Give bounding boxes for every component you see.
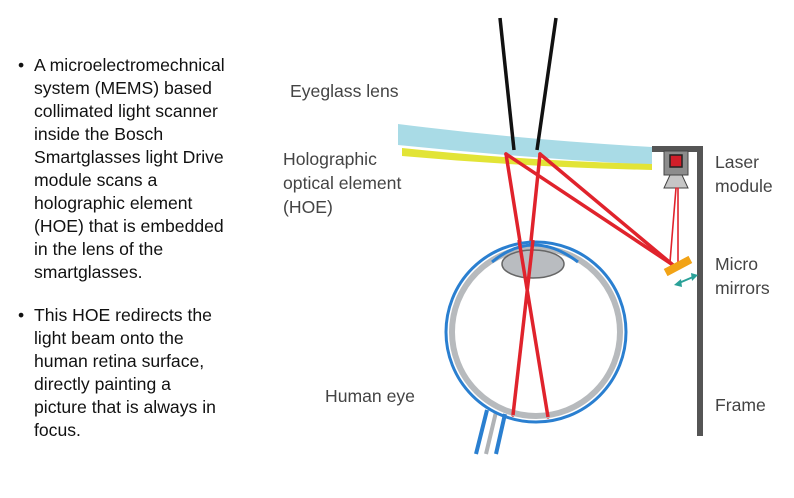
human-eye-label: Human eye bbox=[325, 386, 415, 406]
incoming-ray-left bbox=[498, 17, 516, 151]
bullet-hoe-redirect: • This HOE redirects the light beam onto… bbox=[14, 304, 276, 442]
glasses-frame bbox=[652, 146, 703, 436]
text-line: module scans a bbox=[34, 170, 158, 190]
text-line: smartglasses. bbox=[34, 262, 143, 282]
text-line: (HOE) that is embedded bbox=[34, 216, 224, 236]
text-line: light beam onto the bbox=[34, 328, 184, 348]
text-line: in the lens of the bbox=[34, 239, 164, 259]
mirror-to-hoe-beam bbox=[504, 152, 675, 267]
eyeglass-lens bbox=[398, 124, 652, 165]
human-eye bbox=[444, 239, 628, 455]
retina bbox=[449, 245, 623, 419]
hoe-to-retina-beam bbox=[517, 239, 550, 418]
text-line: human retina surface, bbox=[34, 351, 205, 371]
eyeglass-lens-label: Eyeglass lens bbox=[290, 81, 399, 101]
text-line: focus. bbox=[34, 420, 81, 440]
description-text: • A microelectromechnical system (MEMS) … bbox=[14, 54, 276, 462]
optic-nerve bbox=[484, 411, 498, 455]
mirror-motion-arrow-icon bbox=[674, 273, 698, 287]
text-line: collimated light scanner bbox=[34, 101, 218, 121]
hoe-film bbox=[402, 148, 652, 170]
laser-module-label: Laser bbox=[715, 152, 759, 172]
micro-mirrors-label: Micro bbox=[715, 254, 758, 274]
text-line: This HOE redirects the bbox=[34, 305, 212, 325]
micro-mirror bbox=[663, 255, 693, 277]
hoe-to-retina-beam bbox=[511, 239, 535, 416]
incoming-ray-right bbox=[535, 17, 558, 151]
eyeball-outline bbox=[444, 240, 628, 424]
text-line: directly painting a bbox=[34, 374, 171, 394]
mirror-to-hoe-beam bbox=[538, 152, 675, 267]
laser-module-label: module bbox=[715, 176, 773, 196]
hoe-label: optical element bbox=[283, 173, 401, 193]
hoe-label: Holographic bbox=[283, 149, 377, 169]
text-line: picture that is always in bbox=[34, 397, 216, 417]
bullet-mems-scanner: • A microelectromechnical system (MEMS) … bbox=[14, 54, 276, 284]
laser-module bbox=[663, 150, 689, 189]
laser-to-mirror-beam bbox=[669, 187, 677, 263]
text-line: A microelectromechnical bbox=[34, 55, 225, 75]
text-line: holographic element bbox=[34, 193, 193, 213]
micro-mirrors-label: mirrors bbox=[715, 278, 770, 298]
text-line: system (MEMS) based bbox=[34, 78, 212, 98]
text-line: inside the Bosch bbox=[34, 124, 164, 144]
bullet-marker: • bbox=[18, 305, 25, 325]
optic-nerve bbox=[494, 413, 507, 455]
frame-label: Frame bbox=[715, 395, 766, 415]
optic-nerve bbox=[474, 409, 489, 455]
bullet-marker: • bbox=[18, 55, 25, 75]
hoe-label: (HOE) bbox=[283, 197, 333, 217]
text-line: Smartglasses light Drive bbox=[34, 147, 224, 167]
